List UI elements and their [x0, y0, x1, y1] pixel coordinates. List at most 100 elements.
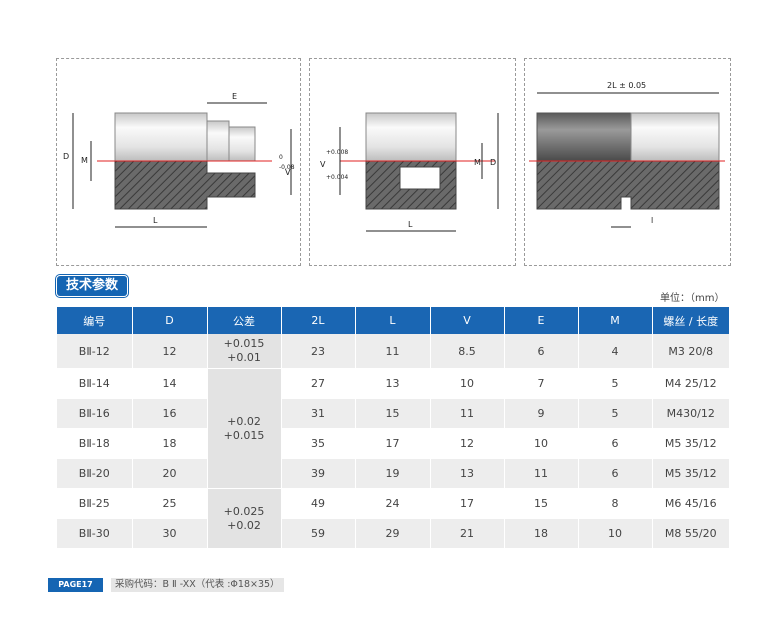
cell-code: BⅡ-16	[57, 398, 133, 429]
cell-tolerance: +0.015 +0.01	[207, 334, 282, 369]
header-2l: 2L	[281, 307, 356, 334]
header-screw: 螺丝 / 长度	[652, 307, 729, 334]
cell-e: 18	[504, 518, 579, 549]
header-tolerance: 公差	[207, 307, 282, 334]
cell-v: 13	[430, 458, 505, 489]
tol-upper: +0.015	[223, 337, 265, 350]
cell-v: 12	[430, 428, 505, 459]
unit-label: 单位：（mm）	[660, 293, 725, 304]
pin-body	[114, 112, 208, 162]
cell-l: 17	[355, 428, 431, 459]
cell-2l: 27	[281, 368, 356, 399]
cell-v: 8.5	[430, 334, 505, 369]
tol-lower: +0.015	[223, 428, 265, 442]
cell-v: 21	[430, 518, 505, 549]
cell-l: 13	[355, 368, 431, 399]
cell-code: BⅡ-18	[57, 428, 133, 459]
cell-tolerance: +0.02 +0.015	[207, 368, 282, 489]
cell-screw: M4 25/12	[652, 368, 729, 399]
bush-dark	[536, 112, 632, 162]
cell-screw: M5 35/12	[652, 428, 729, 459]
label-l-small: l	[651, 216, 653, 225]
spec-table: 编号 D 公差 2L L V E M 螺丝 / 长度 BⅡ-12 12 +0.0…	[57, 307, 729, 549]
cell-code: BⅡ-30	[57, 518, 133, 549]
cell-m: 10	[578, 518, 653, 549]
cell-2l: 49	[281, 488, 356, 519]
table-row: BⅡ-12 12 +0.015 +0.01 23 11 8.5 6 4 M3 2…	[57, 334, 729, 369]
cell-e: 9	[504, 398, 579, 429]
cell-m: 5	[578, 368, 653, 399]
label-l: L	[408, 220, 413, 229]
drawing-2: V +0.008 +0.004 M D L	[309, 58, 516, 266]
tol-lower: +0.02	[227, 518, 261, 532]
drawing-3: 2L ± 0.05 l	[524, 58, 731, 266]
header-e: E	[504, 307, 579, 334]
table-row: BⅡ-20 20 39 19 13 11 6 M5 35/12	[57, 458, 729, 489]
cell-screw: M8 55/20	[652, 518, 729, 549]
cell-v: 11	[430, 398, 505, 429]
label-m: M	[81, 156, 88, 165]
tol-top: +0.008	[326, 149, 348, 156]
cell-m: 8	[578, 488, 653, 519]
cell-d: 16	[132, 398, 208, 429]
cell-m: 5	[578, 398, 653, 429]
tol-top: 0	[279, 154, 283, 161]
cell-d: 18	[132, 428, 208, 459]
cell-l: 29	[355, 518, 431, 549]
tol-upper: +0.02	[227, 414, 261, 428]
cell-2l: 39	[281, 458, 356, 489]
drawing-1: E L D M V 0 -0.08	[56, 58, 301, 266]
table-row: BⅡ-30 30 59 29 21 18 10 M8 55/20	[57, 518, 729, 549]
cell-screw: M430/12	[652, 398, 729, 429]
cell-m: 4	[578, 334, 653, 369]
cell-d: 25	[132, 488, 208, 519]
tol-upper: +0.025	[223, 504, 265, 518]
cell-d: 14	[132, 368, 208, 399]
cell-2l: 59	[281, 518, 356, 549]
tol-lower: +0.01	[227, 351, 261, 364]
table-row: BⅡ-18 18 35 17 12 10 6 M5 35/12	[57, 428, 729, 459]
cell-2l: 23	[281, 334, 356, 369]
cell-e: 7	[504, 368, 579, 399]
label-l: L	[153, 216, 158, 225]
cell-e: 11	[504, 458, 579, 489]
header-l: L	[355, 307, 431, 334]
cell-code: BⅡ-12	[57, 334, 133, 369]
order-code: 采购代码：B Ⅱ -XX（代表 :Φ18×35）	[111, 578, 284, 592]
header-d: D	[132, 307, 208, 334]
label-d: D	[490, 158, 496, 167]
table-row: BⅡ-25 25 +0.025 +0.02 49 24 17 15 8 M6 4…	[57, 488, 729, 549]
table-row: BⅡ-14 14 +0.02 +0.015 27 13 10 7 5 M4 25…	[57, 368, 729, 489]
section-title: 技术参数	[57, 276, 128, 296]
cell-screw: M5 35/12	[652, 458, 729, 489]
cell-code: BⅡ-14	[57, 368, 133, 399]
cell-tolerance: +0.025 +0.02	[207, 488, 282, 549]
cell-m: 6	[578, 458, 653, 489]
cell-2l: 35	[281, 428, 356, 459]
cell-m: 6	[578, 428, 653, 459]
cell-e: 15	[504, 488, 579, 519]
label-e: E	[232, 92, 237, 101]
cell-v: 10	[430, 368, 505, 399]
cell-e: 10	[504, 428, 579, 459]
pin-light	[630, 112, 720, 162]
header-code: 编号	[57, 307, 133, 334]
cell-code: BⅡ-25	[57, 488, 133, 519]
tol-bot: -0.08	[279, 164, 295, 171]
label-v: V	[285, 168, 291, 177]
cell-l: 11	[355, 334, 431, 369]
cell-d: 30	[132, 518, 208, 549]
cell-2l: 31	[281, 398, 356, 429]
cell-e: 6	[504, 334, 579, 369]
label-v: V	[320, 160, 326, 169]
table-header-row: 编号 D 公差 2L L V E M 螺丝 / 长度	[57, 307, 729, 334]
cell-code: BⅡ-20	[57, 458, 133, 489]
cell-l: 15	[355, 398, 431, 429]
tol-bot: +0.004	[326, 174, 348, 181]
label-2l: 2L ± 0.05	[607, 81, 646, 90]
cell-screw: M6 45/16	[652, 488, 729, 519]
cell-d: 20	[132, 458, 208, 489]
bush-body	[365, 112, 457, 162]
table-row: BⅡ-16 16 31 15 11 9 5 M430/12	[57, 398, 729, 429]
header-v: V	[430, 307, 505, 334]
